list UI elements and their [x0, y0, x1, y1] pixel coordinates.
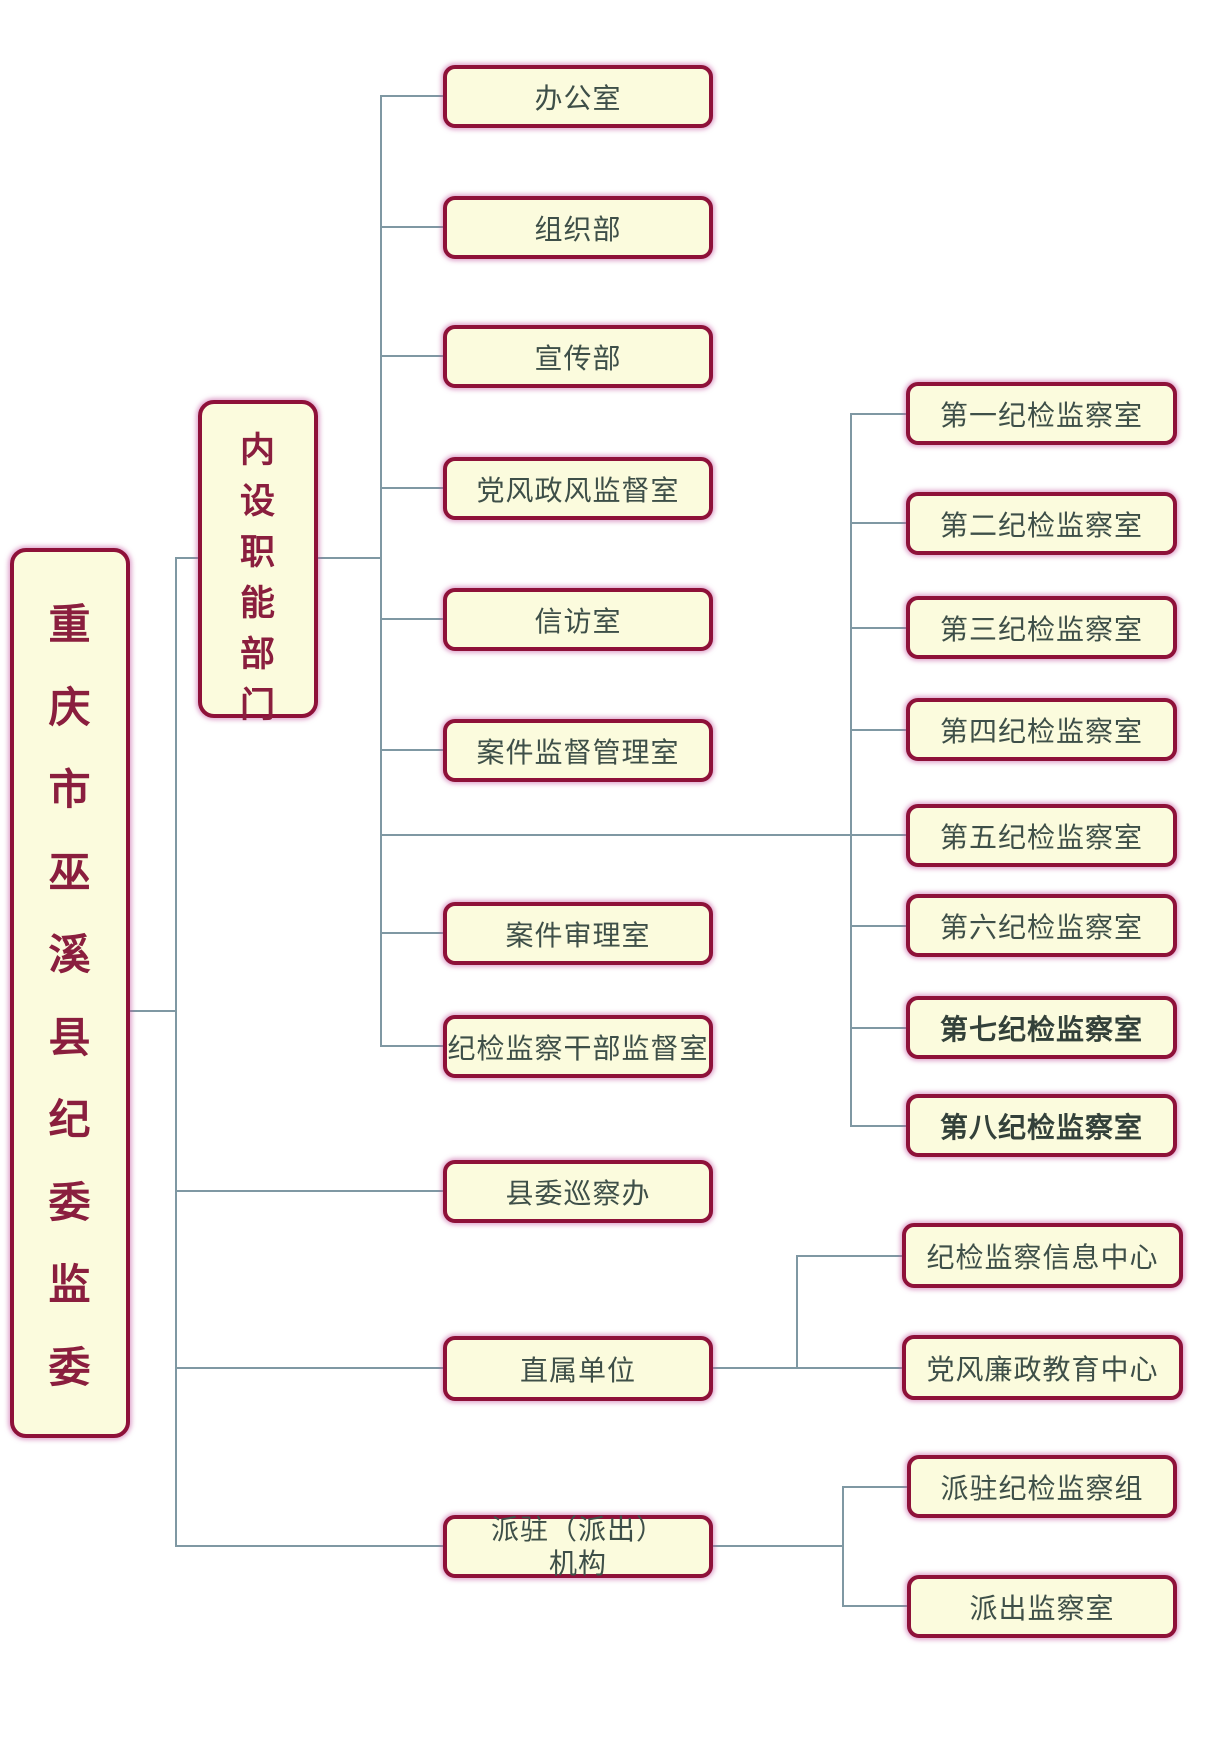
node-label: 第二纪检监察室 [939, 509, 1143, 541]
node-label: 县委巡察办 [505, 1177, 651, 1209]
node-label: 党风廉政教育中心 [926, 1353, 1159, 1385]
node-label: 案件审理室 [505, 919, 651, 951]
connector-subtrunk-to-discipline-offices [381, 834, 906, 836]
connector-branch-county-inspection [176, 1190, 443, 1192]
node-label: 第五纪检监察室 [939, 821, 1143, 853]
node-label: 第一纪检监察室 [939, 399, 1143, 431]
connector-to-dispatched-office [843, 1605, 907, 1607]
node-county-inspection-office: 县委巡察办 [443, 1160, 713, 1223]
node-label: 组织部 [534, 213, 622, 245]
node-label: 第三纪检监察室 [939, 613, 1143, 645]
connector-branch-organization [381, 226, 443, 228]
connector-branch-party-conduct [381, 487, 443, 489]
node-label: 派出监察室 [969, 1592, 1115, 1624]
node-discipline-cadre-supervision-office: 纪检监察干部监督室 [443, 1015, 713, 1078]
connector-branch-dispatched-agencies [176, 1545, 443, 1547]
node-root: 重庆市巫溪县纪委监委 [10, 548, 130, 1438]
connector-branch-discipline-3 [851, 627, 906, 629]
node-discipline-office-2: 第二纪检监察室 [906, 492, 1177, 555]
node-discipline-office-4: 第四纪检监察室 [906, 698, 1177, 761]
connector-branch-office [381, 95, 443, 97]
node-label: 派驻纪检监察组 [940, 1472, 1144, 1504]
node-dispatched-supervision-office: 派出监察室 [907, 1575, 1177, 1638]
node-discipline-office-6: 第六纪检监察室 [906, 894, 1177, 957]
connector-branch-discipline-8 [851, 1125, 906, 1127]
connector-branch-discipline-4 [851, 729, 906, 731]
node-discipline-office-1: 第一纪检监察室 [906, 382, 1177, 445]
connector-main-trunk [175, 557, 177, 1547]
node-label: 纪检监察干部监督室 [447, 1032, 709, 1064]
node-party-conduct-supervision-office: 党风政风监督室 [443, 457, 713, 520]
node-discipline-office-5: 第五纪检监察室 [906, 804, 1177, 867]
node-label: 党风政风监督室 [476, 474, 680, 506]
node-label: 第六纪检监察室 [939, 911, 1143, 943]
node-label: 纪检监察信息中心 [926, 1241, 1159, 1273]
node-label-line1: 派驻（派出） [490, 1513, 665, 1545]
node-dispatched-agencies: 派驻（派出） 机构 [443, 1513, 713, 1579]
connector-dispatched-junction [842, 1486, 844, 1607]
node-petition-office: 信访室 [443, 588, 713, 651]
node-case-supervision-management-office: 案件监督管理室 [443, 719, 713, 782]
node-office: 办公室 [443, 65, 713, 128]
node-label-line2: 机构 [548, 1547, 607, 1579]
connector-branch-affiliated-units [176, 1367, 443, 1369]
connector-internal-subtrunk [380, 95, 382, 1047]
node-internal-depts-group: 内设职能部门 [198, 400, 318, 725]
node-education-center: 党风廉政教育中心 [902, 1335, 1183, 1400]
node-discipline-office-7: 第七纪检监察室 [906, 996, 1177, 1059]
node-directly-affiliated-units: 直属单位 [443, 1336, 713, 1401]
node-label: 宣传部 [534, 342, 622, 374]
node-label: 第七纪检监察室 [939, 1013, 1143, 1045]
connector-to-info-center [797, 1255, 902, 1257]
connector-branch-cadre-supervision [381, 1045, 443, 1047]
connector-root-to-trunk [130, 1010, 176, 1012]
node-label: 直属单位 [519, 1354, 636, 1386]
node-label: 第八纪检监察室 [939, 1111, 1143, 1143]
node-info-center: 纪检监察信息中心 [902, 1223, 1183, 1288]
connector-internal-group-to-subtrunk [318, 557, 381, 559]
node-label: 第四纪检监察室 [939, 715, 1143, 747]
internal-group-label: 内设职能部门 [239, 431, 276, 725]
connector-branch-discipline-7 [851, 1027, 906, 1029]
node-label: 信访室 [534, 605, 622, 637]
node-case-review-office: 案件审理室 [443, 902, 713, 965]
connector-branch-petition [381, 618, 443, 620]
connector-trunk-to-internal-group [176, 557, 198, 559]
root-label: 重庆市巫溪县纪委监委 [48, 603, 92, 1392]
node-organization-dept: 组织部 [443, 196, 713, 259]
connector-dispatched-to-junction [713, 1545, 843, 1547]
connector-discipline-trunk [850, 413, 852, 1127]
node-discipline-office-3: 第三纪检监察室 [906, 596, 1177, 659]
connector-branch-discipline-1 [851, 413, 906, 415]
connector-units-to-education-center [713, 1367, 902, 1369]
connector-branch-case-review [381, 932, 443, 934]
node-label: 案件监督管理室 [476, 736, 680, 768]
connector-units-junction [796, 1255, 798, 1369]
node-propaganda-dept: 宣传部 [443, 325, 713, 388]
node-dispatched-discipline-groups: 派驻纪检监察组 [907, 1455, 1177, 1518]
connector-branch-discipline-2 [851, 522, 906, 524]
connector-branch-propaganda [381, 355, 443, 357]
node-label: 办公室 [534, 82, 622, 114]
connector-branch-discipline-6 [851, 925, 906, 927]
node-discipline-office-8: 第八纪检监察室 [906, 1094, 1177, 1157]
connector-branch-case-supervision [381, 749, 443, 751]
connector-to-dispatched-group [843, 1486, 907, 1488]
